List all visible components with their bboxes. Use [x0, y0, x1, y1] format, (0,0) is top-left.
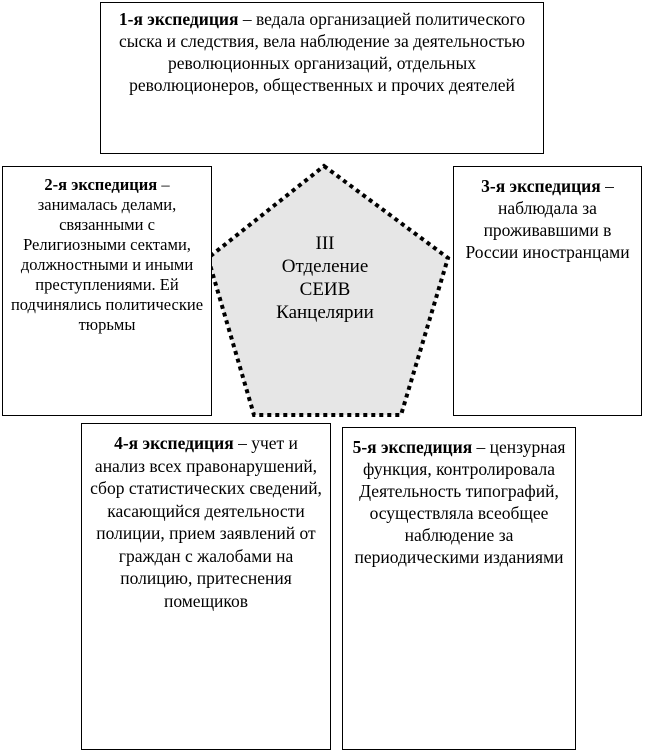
center-line: Отделение: [281, 256, 369, 277]
center-line: Канцелярии: [276, 302, 374, 323]
expedition-1-box: 1-я экспедиция – ведала организацией пол…: [100, 2, 544, 154]
expedition-5-title: 5-я экспедиция: [352, 437, 473, 457]
expedition-3-text: – наблюдала за проживавшими в России ино…: [465, 176, 630, 262]
expedition-5-box: 5-я экспедиция – цензурная функция, конт…: [342, 427, 576, 750]
expedition-3-title: 3-я экспедиция: [481, 176, 601, 196]
expedition-4-text: – учет и анализ всех правонарушений, сбо…: [90, 433, 322, 611]
expedition-2-title: 2-я экспедиция: [44, 175, 158, 194]
expedition-4-title: 4-я экспедиция: [114, 433, 234, 453]
expedition-5-text: – цензурная функция, контролировала Деят…: [354, 437, 566, 567]
center-department-label: III Отделение СЕИВ Канцелярии: [250, 232, 400, 324]
expedition-4-box: 4-я экспедиция – учет и анализ всех прав…: [81, 423, 331, 750]
expedition-3-box: 3-я экспедиция – наблюдала за проживавши…: [453, 166, 642, 416]
expedition-1-title: 1-я экспедиция: [118, 9, 239, 29]
center-line: III: [315, 233, 335, 254]
center-line: СЕИВ: [299, 279, 351, 300]
expedition-1-text: – ведала организацией политического сыск…: [119, 9, 526, 95]
expedition-2-box: 2-я экспедиция – занималась делами, связ…: [2, 166, 212, 416]
expedition-2-text: – занималась делами, связанными с Религи…: [10, 175, 204, 334]
